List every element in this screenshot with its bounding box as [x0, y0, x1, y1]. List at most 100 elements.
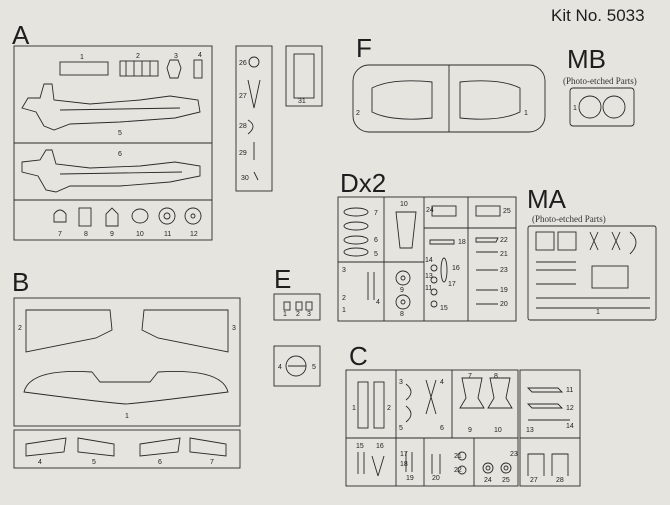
- label-e5: 5: [312, 364, 316, 371]
- label-c2: 2: [387, 405, 391, 412]
- sprue-dx2-frame: [337, 196, 517, 322]
- part-a9: [105, 207, 119, 227]
- label-b3: 3: [232, 325, 236, 332]
- label-c27: 27: [530, 477, 538, 484]
- part-e1: [283, 301, 291, 311]
- part-d6: [343, 235, 369, 245]
- label-d11: 11: [425, 285, 432, 292]
- part-c17: [405, 452, 413, 472]
- label-a26: 26: [239, 60, 247, 67]
- part-a31: [293, 53, 315, 99]
- sprue-ma-frame: [527, 225, 657, 321]
- label-c11: 11: [566, 387, 573, 394]
- label-e1: 1: [283, 311, 287, 318]
- label-c20: 20: [432, 475, 440, 482]
- label-d10: 10: [400, 201, 408, 208]
- part-a4: [193, 59, 203, 79]
- label-e3: 3: [307, 311, 311, 318]
- label-c28: 28: [556, 477, 564, 484]
- label-c6: 6: [440, 425, 444, 432]
- part-mb1: [578, 95, 602, 119]
- label-b7: 7: [210, 459, 214, 466]
- kit-number: Kit No. 5033: [551, 6, 645, 25]
- part-f1: [459, 80, 521, 120]
- part-a26: [248, 56, 260, 68]
- sprue-b-frame: [13, 297, 241, 469]
- part-d9: [395, 270, 411, 286]
- part-d5: [343, 247, 369, 257]
- label-mb1: 1: [573, 105, 577, 112]
- label-a1: 1: [80, 54, 84, 61]
- label-a28: 28: [239, 123, 247, 130]
- label-b4: 4: [38, 459, 42, 466]
- label-a7: 7: [58, 231, 62, 238]
- part-c16: [371, 455, 385, 477]
- label-c4: 4: [440, 379, 444, 386]
- part-d7: [343, 207, 369, 217]
- part-a6: [21, 149, 201, 193]
- label-c25: 25: [502, 477, 510, 484]
- part-number-labels: 1 2 3 4 5 6 7 8 9 10 11 12 26 27 28 29 3…: [18, 52, 600, 484]
- label-d4: 4: [376, 299, 380, 306]
- label-d18: 18: [458, 239, 466, 246]
- label-d25: 25: [503, 208, 511, 215]
- label-b5: 5: [92, 459, 96, 466]
- label-c24: 24: [484, 477, 492, 484]
- part-c9: [459, 377, 485, 409]
- label-c18: 18: [400, 461, 408, 468]
- part-d11: [430, 288, 438, 296]
- part-a2: [119, 60, 159, 77]
- part-a27: [247, 79, 261, 109]
- part-c4: [425, 379, 437, 415]
- part-a12: [184, 207, 202, 225]
- part-c24: [482, 462, 494, 474]
- label-a10: 10: [136, 231, 144, 238]
- part-f2: [371, 80, 433, 120]
- label-c19: 19: [406, 475, 414, 482]
- label-c7: 7: [468, 373, 472, 380]
- sprue-label-f: F: [356, 33, 372, 63]
- part-c27: [527, 453, 569, 476]
- label-c15: 15: [356, 443, 364, 450]
- part-c21: [457, 451, 467, 461]
- part-a3: [166, 59, 182, 79]
- part-b7: [189, 437, 227, 457]
- sprue-dx2-parts: [343, 205, 501, 310]
- sprue-f-frame: [352, 64, 546, 133]
- part-d15: [430, 300, 438, 308]
- part-d8b: [395, 294, 411, 310]
- label-c5: 5: [399, 425, 403, 432]
- sprue-label-ma: MA: [527, 184, 566, 214]
- part-a30: [253, 171, 259, 181]
- label-a27: 27: [239, 93, 247, 100]
- part-a7: [53, 209, 67, 223]
- label-d1: 1: [342, 307, 346, 314]
- sprue-label-e: E: [274, 264, 292, 294]
- label-d17: 17: [448, 281, 456, 288]
- part-c20: [431, 454, 441, 474]
- sprue-b-parts: [23, 309, 229, 457]
- part-a5: [21, 83, 201, 131]
- label-a6: 6: [118, 151, 122, 158]
- label-c9: 9: [468, 427, 472, 434]
- sprue-a-side-frames: [235, 45, 323, 192]
- label-b2: 2: [18, 325, 22, 332]
- label-a29: 29: [239, 150, 247, 157]
- label-d23: 23: [500, 267, 508, 274]
- part-d22: [475, 237, 499, 243]
- part-a8: [78, 207, 92, 227]
- part-d14: [430, 264, 438, 272]
- label-a9: 9: [110, 231, 114, 238]
- label-f2: 2: [356, 110, 360, 117]
- sprue-c-frame: [345, 369, 581, 487]
- label-d19: 19: [500, 287, 508, 294]
- part-c2: [373, 381, 385, 429]
- label-c23: 23: [510, 451, 518, 458]
- part-b3: [141, 309, 229, 353]
- label-a8: 8: [84, 231, 88, 238]
- label-d5: 5: [374, 251, 378, 258]
- sprue-a-frame: [13, 45, 213, 241]
- label-ma1: 1: [596, 309, 600, 316]
- part-b1: [23, 371, 229, 405]
